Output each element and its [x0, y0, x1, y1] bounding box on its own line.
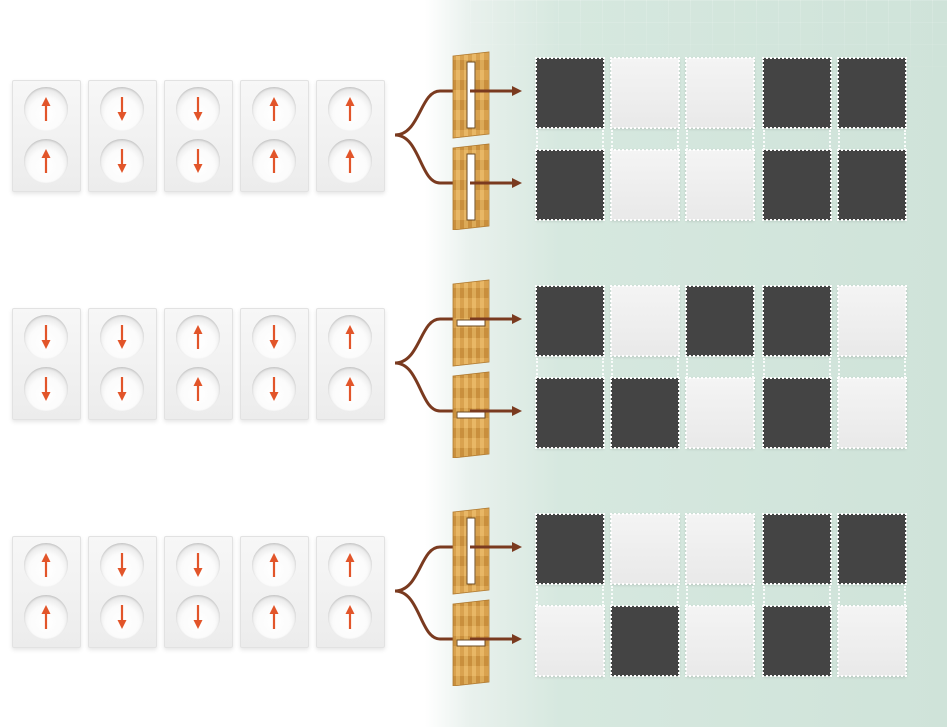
outcome-tile-light: [686, 150, 754, 220]
outcome-tile-light: [686, 58, 754, 128]
output-arrowhead: [512, 634, 522, 644]
tile-gap: [763, 358, 831, 378]
outcome-tile-dark: [763, 514, 831, 584]
tile-gap: [686, 358, 754, 378]
tile-gap: [536, 586, 604, 606]
outcome-tile-dark: [763, 606, 831, 676]
tile-gap: [536, 358, 604, 378]
outcome-tile-light: [611, 58, 679, 128]
outcome-tile-dark: [763, 150, 831, 220]
outcome-tile-dark: [536, 58, 604, 128]
detector-panel: [453, 52, 489, 138]
detector-panel: [453, 280, 489, 366]
tile-gap: [611, 358, 679, 378]
outcome-tile-dark: [763, 286, 831, 356]
output-arrowhead: [512, 178, 522, 188]
outcome-tile-light: [686, 606, 754, 676]
outcome-tile-dark: [536, 378, 604, 448]
tile-gap: [536, 130, 604, 150]
tile-gap: [611, 130, 679, 150]
tile-gap: [686, 130, 754, 150]
outcome-tile-dark: [838, 150, 906, 220]
outcome-tile-dark: [536, 150, 604, 220]
measurement-row-1: [0, 50, 947, 230]
outcome-tile-light: [838, 606, 906, 676]
outcome-tile-light: [611, 150, 679, 220]
detector-panel: [453, 600, 489, 686]
output-arrowhead: [512, 86, 522, 96]
outcome-tile-light: [686, 378, 754, 448]
outcome-tile-dark: [763, 378, 831, 448]
outcome-tile-dark: [536, 514, 604, 584]
outcome-tile-light: [536, 606, 604, 676]
outcome-tile-dark: [838, 514, 906, 584]
outcome-tile-dark: [611, 606, 679, 676]
outcome-tile-dark: [536, 286, 604, 356]
tile-gap: [838, 130, 906, 150]
outcome-tile-light: [611, 514, 679, 584]
tile-gap: [686, 586, 754, 606]
outcome-tile-light: [838, 286, 906, 356]
output-arrowhead: [512, 542, 522, 552]
measurement-row-2: [0, 278, 947, 458]
tile-gap: [763, 130, 831, 150]
outcome-tile-dark: [686, 286, 754, 356]
output-arrowhead: [512, 406, 522, 416]
output-arrowhead: [512, 314, 522, 324]
tile-gap: [838, 586, 906, 606]
tile-gap: [763, 586, 831, 606]
outcome-tile-dark: [838, 58, 906, 128]
outcome-tile-light: [686, 514, 754, 584]
tile-gap: [611, 586, 679, 606]
measurement-row-3: [0, 506, 947, 686]
detector-panel: [453, 144, 489, 230]
tile-gap: [838, 358, 906, 378]
outcome-tile-light: [611, 286, 679, 356]
detector-panel: [453, 372, 489, 458]
outcome-tile-dark: [763, 58, 831, 128]
detector-panel: [453, 508, 489, 594]
outcome-tile-light: [838, 378, 906, 448]
outcome-tile-dark: [611, 378, 679, 448]
